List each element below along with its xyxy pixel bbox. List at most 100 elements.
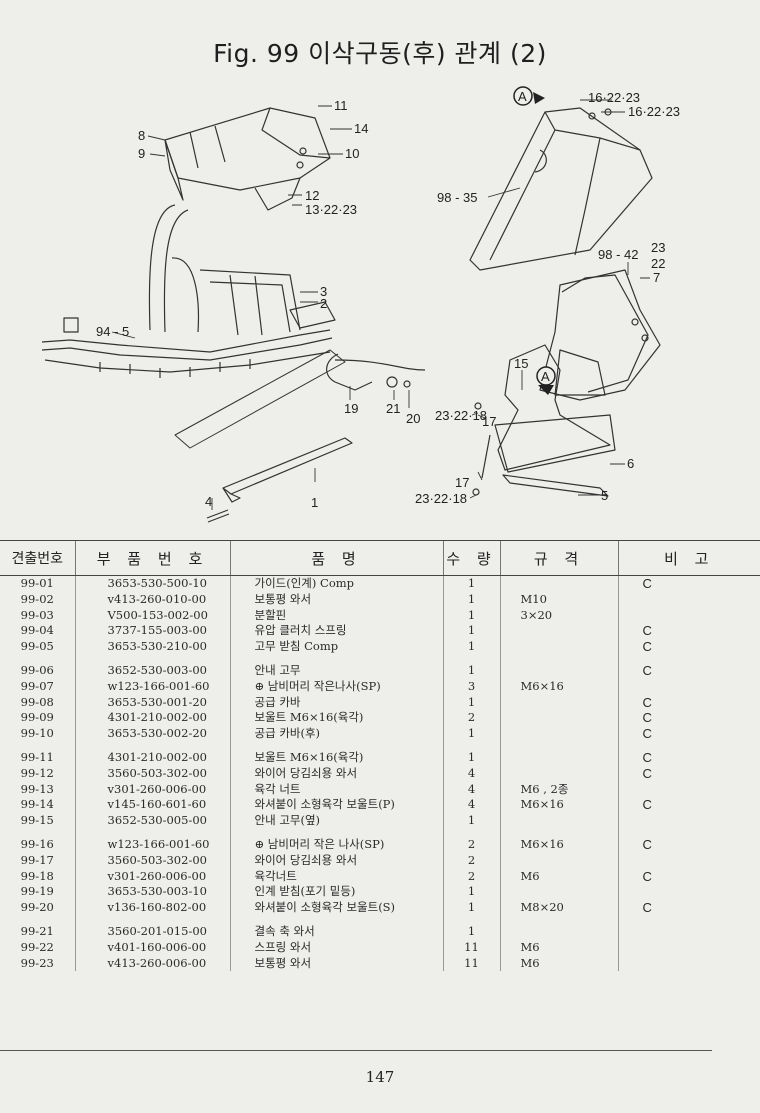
cell-qty: 1 xyxy=(442,694,500,711)
callout-label: 9 xyxy=(138,146,145,161)
cell-no: 99-09 xyxy=(20,710,54,725)
cell-spec xyxy=(499,575,618,592)
cell-qty: 11 xyxy=(442,939,500,956)
cell-remark: C xyxy=(617,694,760,711)
cell-spec xyxy=(499,813,618,829)
side-cover-drawing xyxy=(539,269,661,401)
cell-qty: 4 xyxy=(442,781,500,798)
cell-part: w123-166-001-60 xyxy=(74,678,230,695)
wire-rod-drawing xyxy=(326,353,426,391)
gap-cell xyxy=(499,654,618,663)
cell-remark: C xyxy=(617,765,760,782)
cell-name: 와셔붙이 소형육각 보울트(S) xyxy=(229,900,443,916)
cell-no: 99-12 xyxy=(20,765,54,780)
cell-part: 3653-530-500-10 xyxy=(74,575,230,592)
cell-qty: 4 xyxy=(442,797,500,814)
frame-tubes-drawing xyxy=(148,204,301,336)
callout-label: 12 xyxy=(305,188,319,203)
cell-part: v136-160-802-00 xyxy=(74,900,230,916)
gap-cell xyxy=(229,741,443,750)
cell-spec: 3×20 xyxy=(499,607,618,624)
row-group-gap xyxy=(0,654,760,663)
cell-no: 99-11 xyxy=(20,749,54,764)
cell-name: 와이어 당김쇠용 와서 xyxy=(229,852,443,869)
callout-label: 11 xyxy=(334,98,348,113)
header-specification: 규 격 xyxy=(499,540,618,576)
cell-qty: 1 xyxy=(442,900,500,916)
cell-no: 99-22 xyxy=(20,939,54,954)
cell-remark: C xyxy=(617,868,760,885)
cell-spec xyxy=(499,694,618,711)
cell-qty: 1 xyxy=(442,884,500,901)
gap-cell xyxy=(0,742,75,750)
cell-spec xyxy=(499,639,618,655)
cell-name: 보울트 M6×16(육각) xyxy=(229,749,443,766)
cell-part: 3560-201-015-00 xyxy=(74,923,230,940)
cell-part: 3737-155-003-00 xyxy=(74,623,230,640)
cell-qty: 3 xyxy=(442,678,500,695)
callout-label: 20 xyxy=(406,411,420,426)
cell-name: 보통평 와서 xyxy=(229,591,443,608)
cell-spec xyxy=(499,662,618,679)
cell-part: v413-260-006-00 xyxy=(74,955,230,972)
gap-cell xyxy=(617,741,760,750)
callout-label: 8 xyxy=(138,128,145,143)
header-remarks: 비 고 xyxy=(617,540,760,576)
cell-no: 99-02 xyxy=(20,591,54,606)
cell-remark: C xyxy=(617,575,760,592)
header-part-number: 부 품 번 호 xyxy=(74,540,230,576)
cell-remark: C xyxy=(617,710,760,727)
cell-spec xyxy=(499,710,618,727)
cell-part: 3652-530-005-00 xyxy=(74,813,230,829)
cell-no: 99-14 xyxy=(20,797,54,812)
cell-no: 99-04 xyxy=(20,623,54,638)
cell-part: 3653-530-003-10 xyxy=(74,884,230,901)
cell-qty: 2 xyxy=(442,852,500,869)
callout-label: 19 xyxy=(344,401,358,416)
row-group-gap xyxy=(0,915,760,924)
cell-spec: M6 xyxy=(499,955,618,972)
cell-part: 3653-530-002-20 xyxy=(74,726,230,742)
cell-part: 4301-210-002-00 xyxy=(74,749,230,766)
cell-name: ⊕ 남비머리 작은나사(SP) xyxy=(229,678,443,695)
callout-label: 4 xyxy=(205,494,212,509)
gap-cell xyxy=(229,915,443,924)
cell-qty: 1 xyxy=(442,623,500,640)
cell-part: 3653-530-210-00 xyxy=(74,639,230,655)
marker-a-bottom xyxy=(536,366,556,395)
cell-qty: 1 xyxy=(442,662,500,679)
cell-name: 스프링 와서 xyxy=(229,939,443,956)
cell-part: v301-260-006-00 xyxy=(74,781,230,798)
cell-remark xyxy=(617,939,760,956)
cell-spec: M6×16 xyxy=(499,678,618,695)
row-group-gap xyxy=(0,828,760,837)
gap-cell xyxy=(0,655,75,663)
cell-remark: C xyxy=(617,797,760,814)
cell-spec: M6 , 2종 xyxy=(499,781,618,798)
cell-qty: 1 xyxy=(442,575,500,592)
gap-cell xyxy=(74,828,230,837)
page-number: 147 xyxy=(365,1068,395,1086)
cell-part: v413-260-010-00 xyxy=(74,591,230,608)
cell-name: 육각 너트 xyxy=(229,781,443,798)
cell-name: 가이드(인계) Comp xyxy=(229,575,443,592)
cell-part: 3560-503-302-00 xyxy=(74,765,230,782)
cell-qty: 2 xyxy=(442,836,500,853)
cell-no: 99-08 xyxy=(20,694,54,709)
